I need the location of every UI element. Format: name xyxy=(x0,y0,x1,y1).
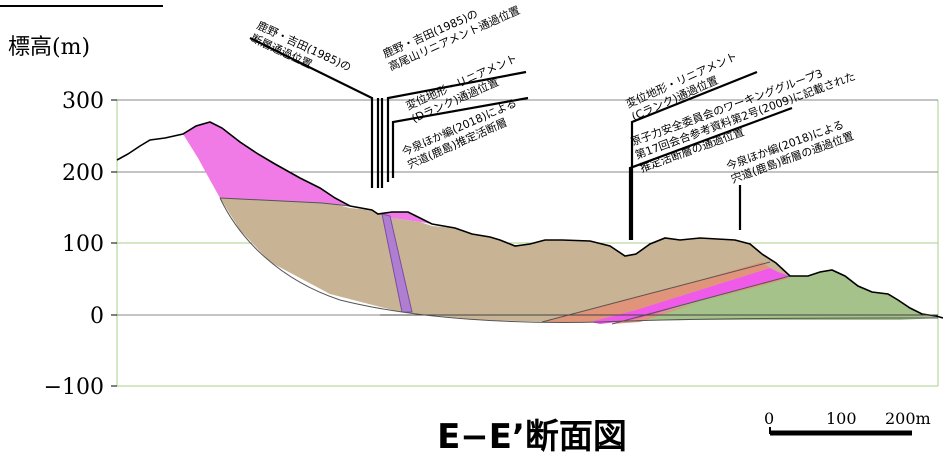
svg-text:100: 100 xyxy=(826,409,857,428)
svg-text:200m: 200m xyxy=(885,409,931,428)
y-tick-200: 200 xyxy=(62,161,104,186)
y-tick-100: 100 xyxy=(62,232,104,257)
svg-text:変位地形・リニアメント(Dランク)通過位置: 変位地形・リニアメント(Dランク)通過位置 xyxy=(404,51,525,126)
green-layer xyxy=(636,270,938,320)
leader-lines xyxy=(249,37,793,240)
layer-boundaries xyxy=(219,197,939,325)
annotation-1: 鹿野・吉田(1985)の断層通過位置 xyxy=(249,18,354,87)
pink-lens xyxy=(378,212,432,224)
tan-layer xyxy=(220,198,790,322)
y-tick-0: 0 xyxy=(90,304,104,329)
svg-text:鹿野・吉田(1985)の断層通過位置: 鹿野・吉田(1985)の断層通過位置 xyxy=(249,18,354,87)
annotation-3: 変位地形・リニアメント(Dランク)通過位置 xyxy=(404,51,525,126)
pink-layer xyxy=(183,122,350,206)
svg-text:0: 0 xyxy=(764,409,774,428)
ground-surface-line xyxy=(116,121,943,319)
salmon-lower-band xyxy=(612,278,790,324)
scale-bar: 0 100 200m xyxy=(764,409,931,436)
figure-title: E−E’断面図 xyxy=(437,417,627,457)
purple-dike xyxy=(381,213,413,313)
y-tick-300: 300 xyxy=(62,89,104,114)
y-axis-label: 標高(m) xyxy=(8,35,90,60)
magenta-band xyxy=(590,268,790,324)
y-tick-minus100: −100 xyxy=(44,375,104,400)
